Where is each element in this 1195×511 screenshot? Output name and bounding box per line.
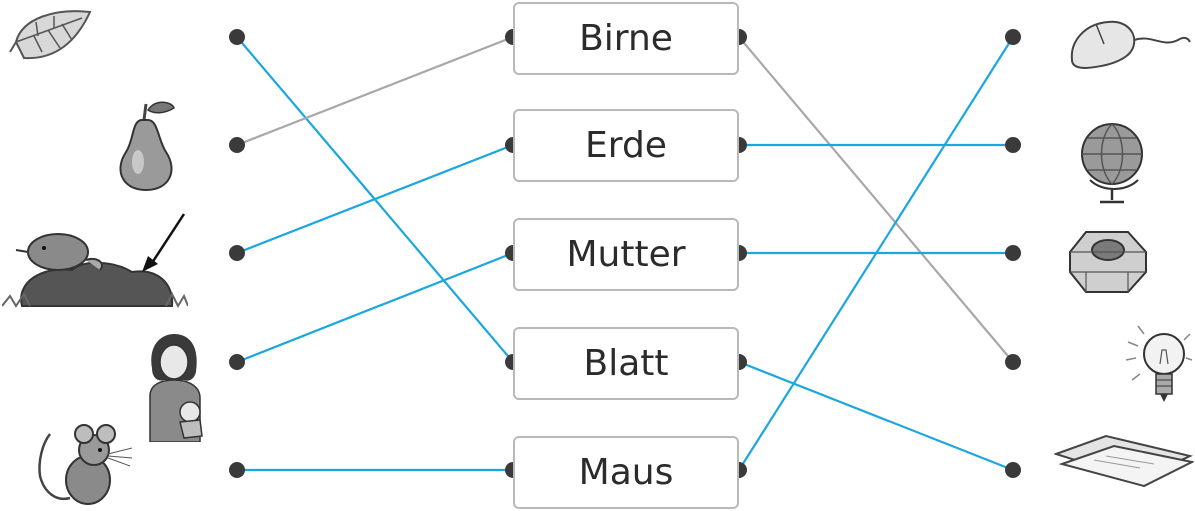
word-box-maus[interactable]: Maus bbox=[513, 436, 739, 509]
right-anchor-dot-1[interactable] bbox=[1005, 137, 1021, 153]
word-box-blatt[interactable]: Blatt bbox=[513, 327, 739, 400]
mole-icon bbox=[2, 213, 188, 308]
left-anchor-dot-4[interactable] bbox=[229, 462, 245, 478]
computer-mouse-icon bbox=[1070, 20, 1191, 70]
leaf-icon bbox=[9, 10, 92, 60]
paper-sheets-icon bbox=[1054, 434, 1194, 488]
right-anchor-dot-3[interactable] bbox=[1005, 354, 1021, 370]
connection-line-right-3 bbox=[738, 360, 1014, 472]
word-box-erde[interactable]: Erde bbox=[513, 109, 739, 182]
mouse-animal-icon bbox=[38, 424, 133, 505]
connection-line-left-1 bbox=[236, 35, 514, 147]
globe-icon bbox=[1081, 123, 1143, 204]
connection-line-left-3 bbox=[236, 251, 514, 364]
word-label: Erde bbox=[585, 125, 667, 166]
right-anchor-dot-2[interactable] bbox=[1005, 245, 1021, 261]
mother-with-baby-icon bbox=[149, 334, 203, 442]
left-anchor-dot-3[interactable] bbox=[229, 354, 245, 370]
left-anchor-dot-2[interactable] bbox=[229, 245, 245, 261]
left-anchor-dot-0[interactable] bbox=[229, 29, 245, 45]
light-bulb-icon bbox=[1125, 325, 1193, 402]
connection-line-left-2 bbox=[236, 143, 514, 255]
connection-line-right-4 bbox=[738, 36, 1014, 471]
right-anchor-dot-0[interactable] bbox=[1005, 29, 1021, 45]
connection-line-right-0 bbox=[738, 36, 1014, 363]
word-label: Birne bbox=[579, 18, 673, 59]
word-label: Mutter bbox=[566, 234, 686, 275]
word-box-mutter[interactable]: Mutter bbox=[513, 218, 739, 291]
left-anchor-dot-1[interactable] bbox=[229, 137, 245, 153]
hex-nut-icon bbox=[1069, 231, 1147, 293]
word-label: Maus bbox=[578, 452, 674, 493]
pear-icon bbox=[119, 101, 175, 192]
word-label: Blatt bbox=[583, 343, 669, 384]
word-box-birne[interactable]: Birne bbox=[513, 2, 739, 75]
right-anchor-dot-4[interactable] bbox=[1005, 462, 1021, 478]
